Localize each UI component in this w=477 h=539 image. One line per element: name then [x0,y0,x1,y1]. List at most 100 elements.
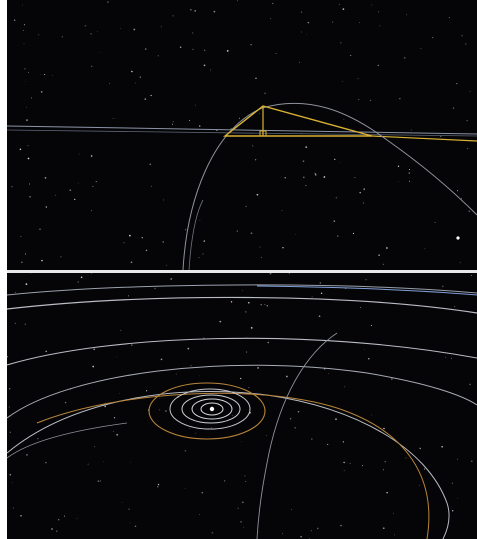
star [195,432,197,434]
star [378,254,380,256]
star [270,18,272,20]
star [179,46,182,48]
star [327,443,329,446]
star [420,47,422,49]
star [30,97,32,99]
top-view-scene [7,0,477,270]
star [27,157,30,160]
star [103,461,105,462]
star [419,447,421,450]
comet-path [256,332,338,539]
star [159,409,161,411]
star [213,10,216,13]
star [133,28,136,31]
star [319,282,322,284]
star [77,182,79,184]
star [144,48,147,50]
star [315,174,317,176]
star [70,389,72,391]
star [44,177,47,179]
star [260,256,262,258]
star [22,4,23,6]
star [244,475,246,477]
star [9,388,11,390]
star [231,415,233,416]
star [172,15,174,17]
star [340,524,342,527]
star [469,383,471,386]
star [160,358,163,361]
star [305,185,307,187]
star [300,535,302,538]
star [170,278,173,280]
star [406,14,408,16]
panel-divider [7,270,477,273]
star [248,386,250,389]
star [198,256,200,259]
star [318,315,321,317]
star [109,83,110,84]
star [314,172,317,175]
star [418,484,420,486]
star [343,470,345,471]
star [257,367,259,369]
star [22,29,25,32]
star [9,473,12,476]
star [61,36,63,38]
star [157,483,160,486]
star [112,117,114,119]
star [187,347,190,350]
star [320,292,323,294]
star [471,460,473,462]
star [359,191,361,194]
star [451,482,454,484]
star [26,454,28,456]
orbit-arc-inner [188,199,204,270]
star [162,241,164,243]
star [382,469,385,471]
star [130,261,133,264]
star [238,117,240,119]
star [144,98,147,100]
star [237,507,239,509]
star [300,11,303,13]
star [192,32,194,34]
star [134,525,137,527]
star [377,64,379,67]
star [7,355,9,358]
star [184,449,187,452]
star [342,8,345,10]
star [252,145,254,147]
highlight-line [371,135,477,142]
star [76,517,78,519]
star [250,44,252,46]
star [199,375,201,377]
star [20,514,22,517]
star [307,21,310,24]
star [45,461,47,464]
star [226,50,229,52]
star [28,71,29,73]
orbit-ring-2 [191,398,233,420]
star [224,480,226,482]
star [90,273,92,275]
star [311,296,313,298]
star [378,11,380,13]
star [408,168,411,171]
star [297,411,300,413]
star [211,531,214,534]
star [457,458,459,460]
orbit-curve-left [7,422,128,459]
outer-orbit-2 [7,296,477,314]
star [198,125,201,127]
star [365,279,367,281]
star [150,94,152,97]
star [211,426,213,428]
star [352,232,355,235]
star [77,281,79,283]
star [286,375,288,378]
orbit-ring-4 [169,388,251,430]
star [94,446,96,448]
star [175,373,177,375]
star [371,4,373,6]
